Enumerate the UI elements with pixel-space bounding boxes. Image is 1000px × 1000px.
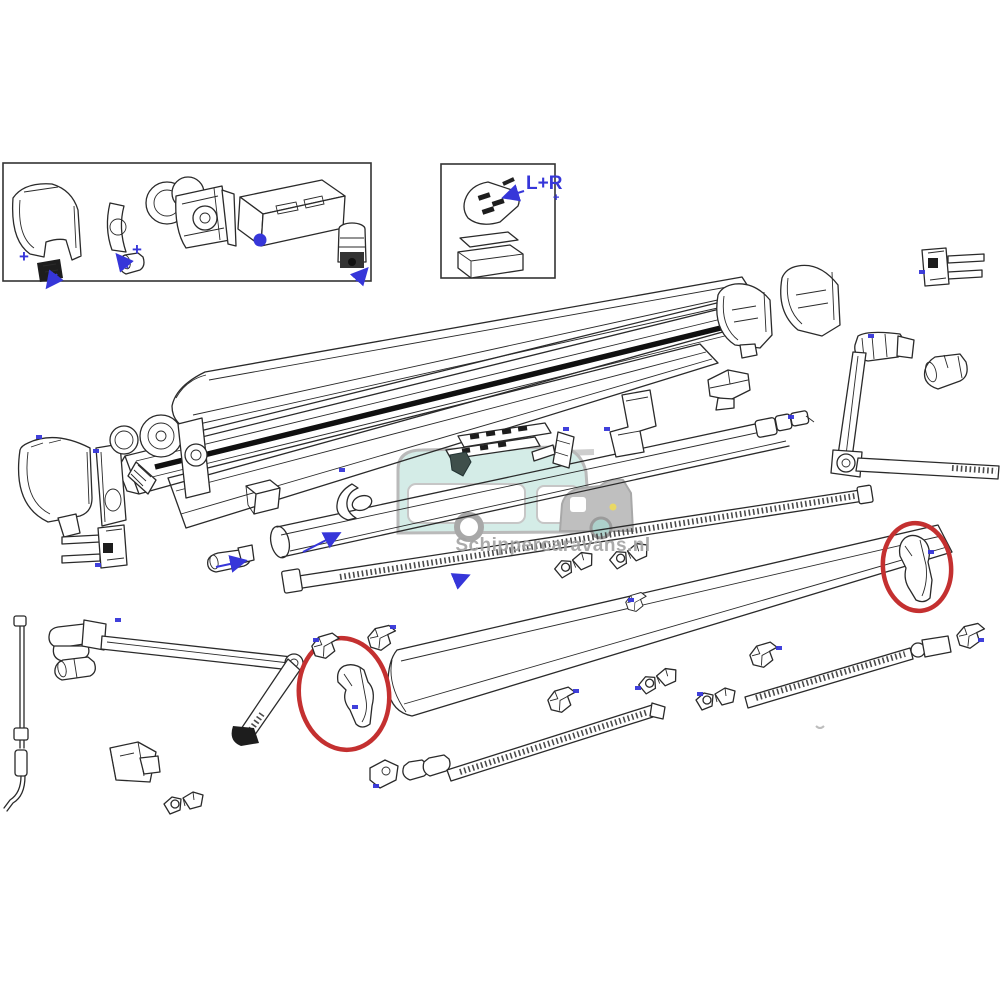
inset-box-wall-bracket <box>440 163 556 279</box>
part-control-box <box>237 179 346 247</box>
part-roller-end-small <box>207 544 255 573</box>
part-lead-rail-end-cap-right <box>898 534 933 603</box>
part-mount-block <box>109 741 161 783</box>
part-clip-4 <box>747 640 781 670</box>
part-mid-bracket <box>531 431 575 469</box>
annotation-leader-lr <box>501 184 525 202</box>
part-strap-bracket <box>336 483 373 521</box>
part-clip-3 <box>545 685 579 715</box>
part-mounting-rail <box>445 422 552 460</box>
part-lead-rail <box>281 484 874 594</box>
part-spare-end-cap <box>11 183 82 261</box>
part-wall-bracket <box>463 177 520 225</box>
watermark <box>396 445 635 542</box>
watermark-text: Schippercaravans.nl <box>455 535 650 556</box>
part-ring-disc-large <box>139 414 183 458</box>
watermark-car-window <box>570 497 586 512</box>
inset-box-left: + + <box>2 162 372 290</box>
part-spare-clamp-bracket <box>106 202 145 275</box>
part-rafter-leg-left <box>369 702 666 789</box>
label-l-plus-r: L+R <box>526 173 563 194</box>
part-small-bracket-left <box>245 479 281 515</box>
part-cylinder-sleeve <box>923 353 968 390</box>
part-gear-motor <box>145 176 237 249</box>
part-clamp-knob <box>449 451 472 477</box>
part-bracket-pair-bottom-left <box>163 791 204 815</box>
part-wall-fork-right <box>921 247 985 287</box>
part-clip-6 <box>624 591 649 614</box>
part-spring-cylinder <box>127 461 157 495</box>
annotation-arrow-clamp <box>115 252 134 273</box>
annotation-tick-marks <box>36 270 984 788</box>
part-arm-cylinder <box>54 656 96 681</box>
part-spacer-plate <box>459 231 519 248</box>
part-spacer-block <box>457 244 524 279</box>
part-small-cover-piece <box>37 259 63 282</box>
part-adapter-knob <box>337 222 367 268</box>
part-l-bracket <box>609 389 657 458</box>
watermark-caravan-wheel <box>454 512 484 542</box>
annotation-arrow-knob <box>349 267 369 287</box>
part-bracket-pair-mid <box>636 666 680 696</box>
part-right-cap-inner <box>716 283 773 359</box>
part-clip-1 <box>309 631 343 661</box>
part-spring-arm-right <box>830 331 1000 480</box>
part-roller-mount-plate <box>177 417 211 499</box>
part-roller-adapter <box>754 410 815 438</box>
part-crank-rod <box>3 615 29 812</box>
plus-mark-2: + <box>132 240 142 259</box>
part-ring-disc-small <box>109 425 139 455</box>
part-right-cap-outer <box>780 264 841 337</box>
part-roller-tube <box>269 417 790 559</box>
highlight-ellipse-left <box>296 635 392 753</box>
part-lead-rail-end-cap-left <box>336 664 374 728</box>
smudge-mark <box>815 725 825 729</box>
part-right-bracket <box>707 369 751 411</box>
part-spring-arm-left <box>48 619 304 746</box>
annotation-arrows <box>215 532 471 590</box>
part-top-cover-profile <box>171 276 754 433</box>
annotation-arrow-cover <box>45 269 64 290</box>
part-end-plate-bracket <box>95 443 127 527</box>
part-clip-5 <box>955 622 987 650</box>
highlight-ellipse-right <box>880 520 954 614</box>
annotation-arrow-roller-tube <box>302 532 342 553</box>
control-box-highlight-dot <box>253 233 267 247</box>
part-left-end-cap <box>17 436 93 538</box>
annotation-arrow-roller-end <box>215 555 248 573</box>
annotation-arrow-lead-rail <box>450 573 471 590</box>
part-wall-fork-left <box>61 524 128 569</box>
plus-mark-1: + <box>19 247 29 266</box>
watermark-indicator-dot <box>609 503 617 511</box>
plus-mark-small: + <box>553 192 559 204</box>
part-rafter-leg-right <box>695 635 952 711</box>
